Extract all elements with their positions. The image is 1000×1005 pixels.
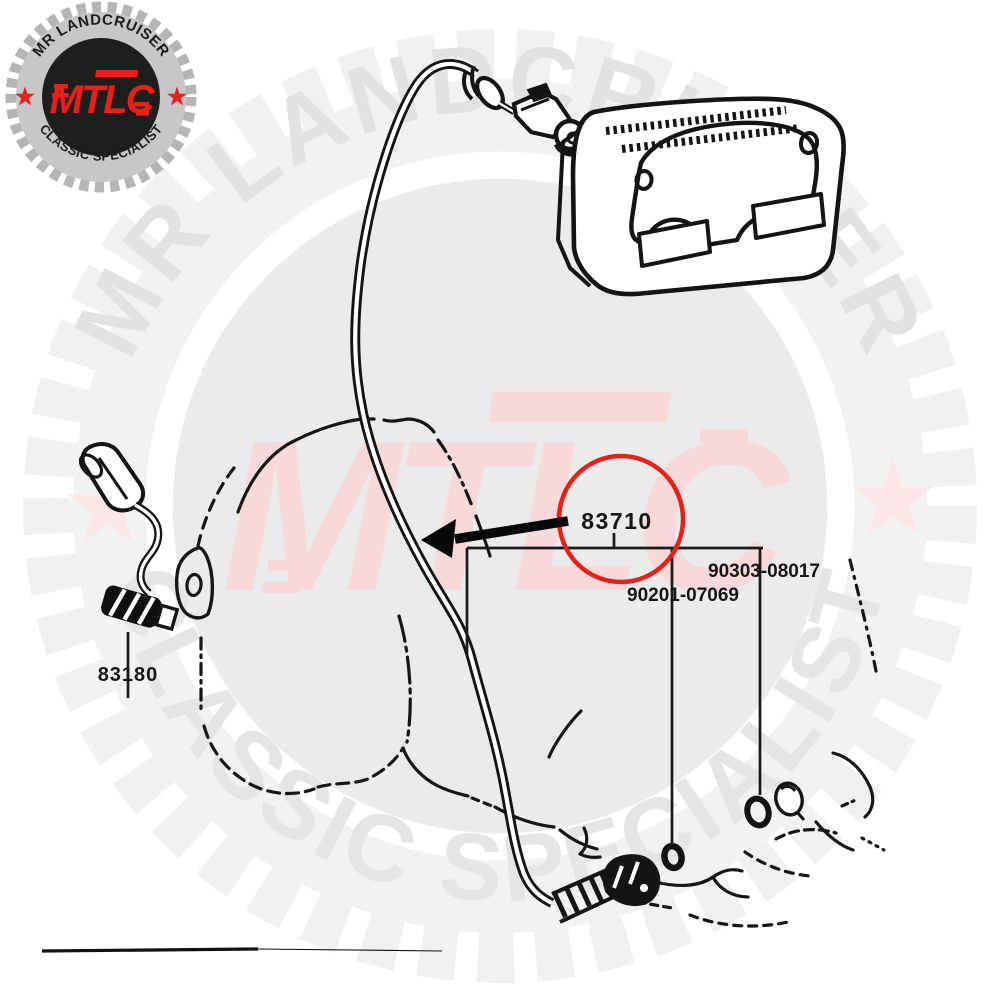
badge-logo-stripe — [136, 111, 149, 116]
badge-gear-teeth — [5, 1, 197, 193]
badge-logo-stripe — [134, 102, 149, 107]
arrow-icon — [421, 516, 569, 558]
badge-star-left-icon — [15, 86, 35, 106]
part-label-o-ring: 90303-08017 — [708, 561, 820, 582]
badge-logo-crossbar — [95, 70, 139, 77]
watermark-mtlc-logo: MTLC — [221, 392, 801, 636]
cluster-screw-hole — [798, 131, 820, 155]
cluster-window — [637, 219, 712, 268]
bracket-hole — [185, 572, 203, 598]
sensor-threaded-body — [101, 585, 180, 632]
watermark-ring — [145, 151, 855, 861]
badge-black-disc — [42, 38, 160, 156]
speed-sensor-drawing — [78, 442, 180, 632]
watermark-logo-stripe — [706, 452, 748, 465]
watermark-logo-stripe — [268, 560, 300, 571]
badge-star-right-icon — [167, 86, 187, 106]
leader-lines — [126, 533, 763, 845]
watermark-logo-crossbar — [488, 392, 671, 422]
badge-logo-stripe — [54, 84, 68, 89]
instrument-cluster-drawing — [556, 96, 846, 297]
cluster-window — [751, 192, 826, 240]
watermark-logo-stripe — [700, 430, 748, 443]
fitting-parts — [661, 781, 806, 872]
part-labels: 83710 90303-08017 90201-07069 83180 — [98, 508, 820, 686]
mount-bracket-tab — [174, 546, 215, 620]
transmission-drawing — [174, 417, 886, 928]
part-label-speed-sensor: 83180 — [98, 664, 159, 686]
brand-logo-badge: MR LANDCRUISER CLASSIC SPECIALIST MTLC — [5, 1, 197, 193]
part-label-washer: 90201-07069 — [627, 585, 739, 606]
watermark-inner-disc — [173, 179, 827, 833]
cable-lower-connector — [551, 854, 661, 924]
cluster-screw-hole — [634, 169, 654, 191]
washer-ring-drawing — [744, 795, 772, 829]
callout-annotation — [421, 453, 686, 585]
badge-logo-stripe — [52, 93, 69, 98]
watermark-logo-stripe — [262, 582, 300, 593]
sleeve-drawing — [774, 781, 804, 817]
watermark-gear-teeth — [23, 29, 977, 983]
o-ring-drawing — [661, 842, 685, 872]
bottom-border-line — [41, 947, 443, 953]
watermark-star-right-icon — [853, 458, 933, 534]
speedometer-cable-drawing — [350, 59, 661, 924]
badge-mtlc-logo: MTLC — [49, 70, 158, 122]
part-label-speedometer-cable: 83710 — [581, 508, 652, 534]
